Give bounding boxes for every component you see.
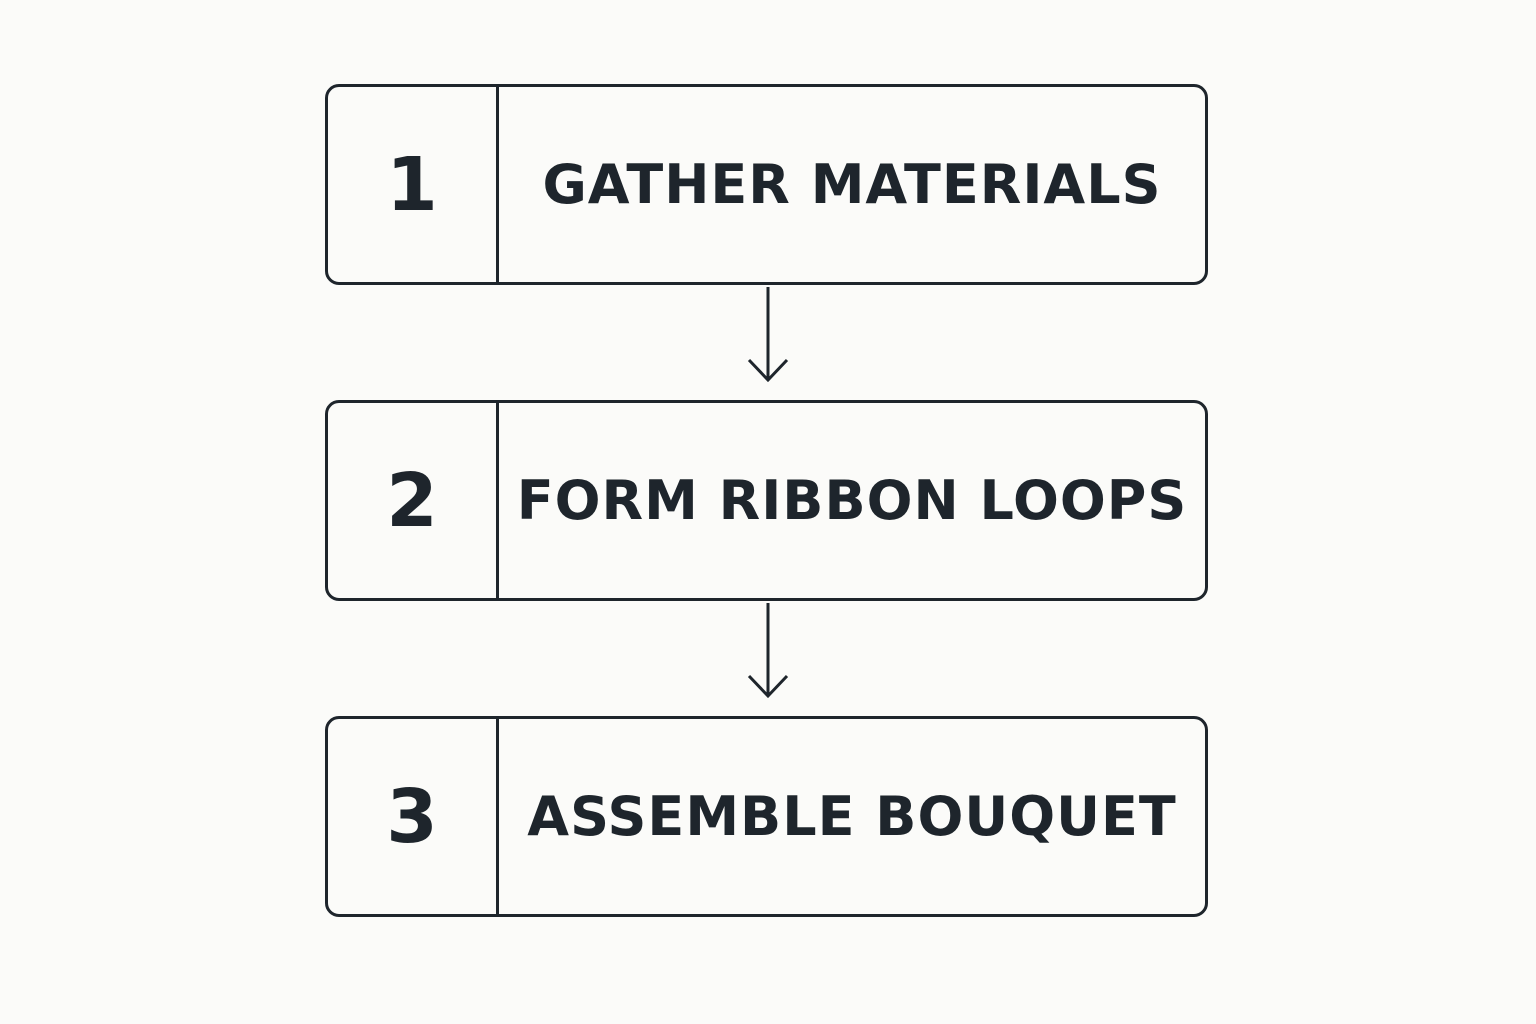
step-label-2: FORM RIBBON LOOPS <box>516 468 1188 532</box>
down-arrow-icon <box>747 287 789 383</box>
step-label-1: GATHER MATERIALS <box>542 152 1162 216</box>
down-arrow-icon <box>747 603 789 699</box>
step-number-2: 2 <box>328 403 499 598</box>
step-box-3: 3 ASSEMBLE BOUQUET <box>325 716 1208 917</box>
step-number-3: 3 <box>328 719 499 914</box>
step-box-1: 1 GATHER MATERIALS <box>325 84 1208 285</box>
step-box-2: 2 FORM RIBBON LOOPS <box>325 400 1208 601</box>
step-label-3: ASSEMBLE BOUQUET <box>527 784 1177 848</box>
step-number-1: 1 <box>328 87 499 282</box>
